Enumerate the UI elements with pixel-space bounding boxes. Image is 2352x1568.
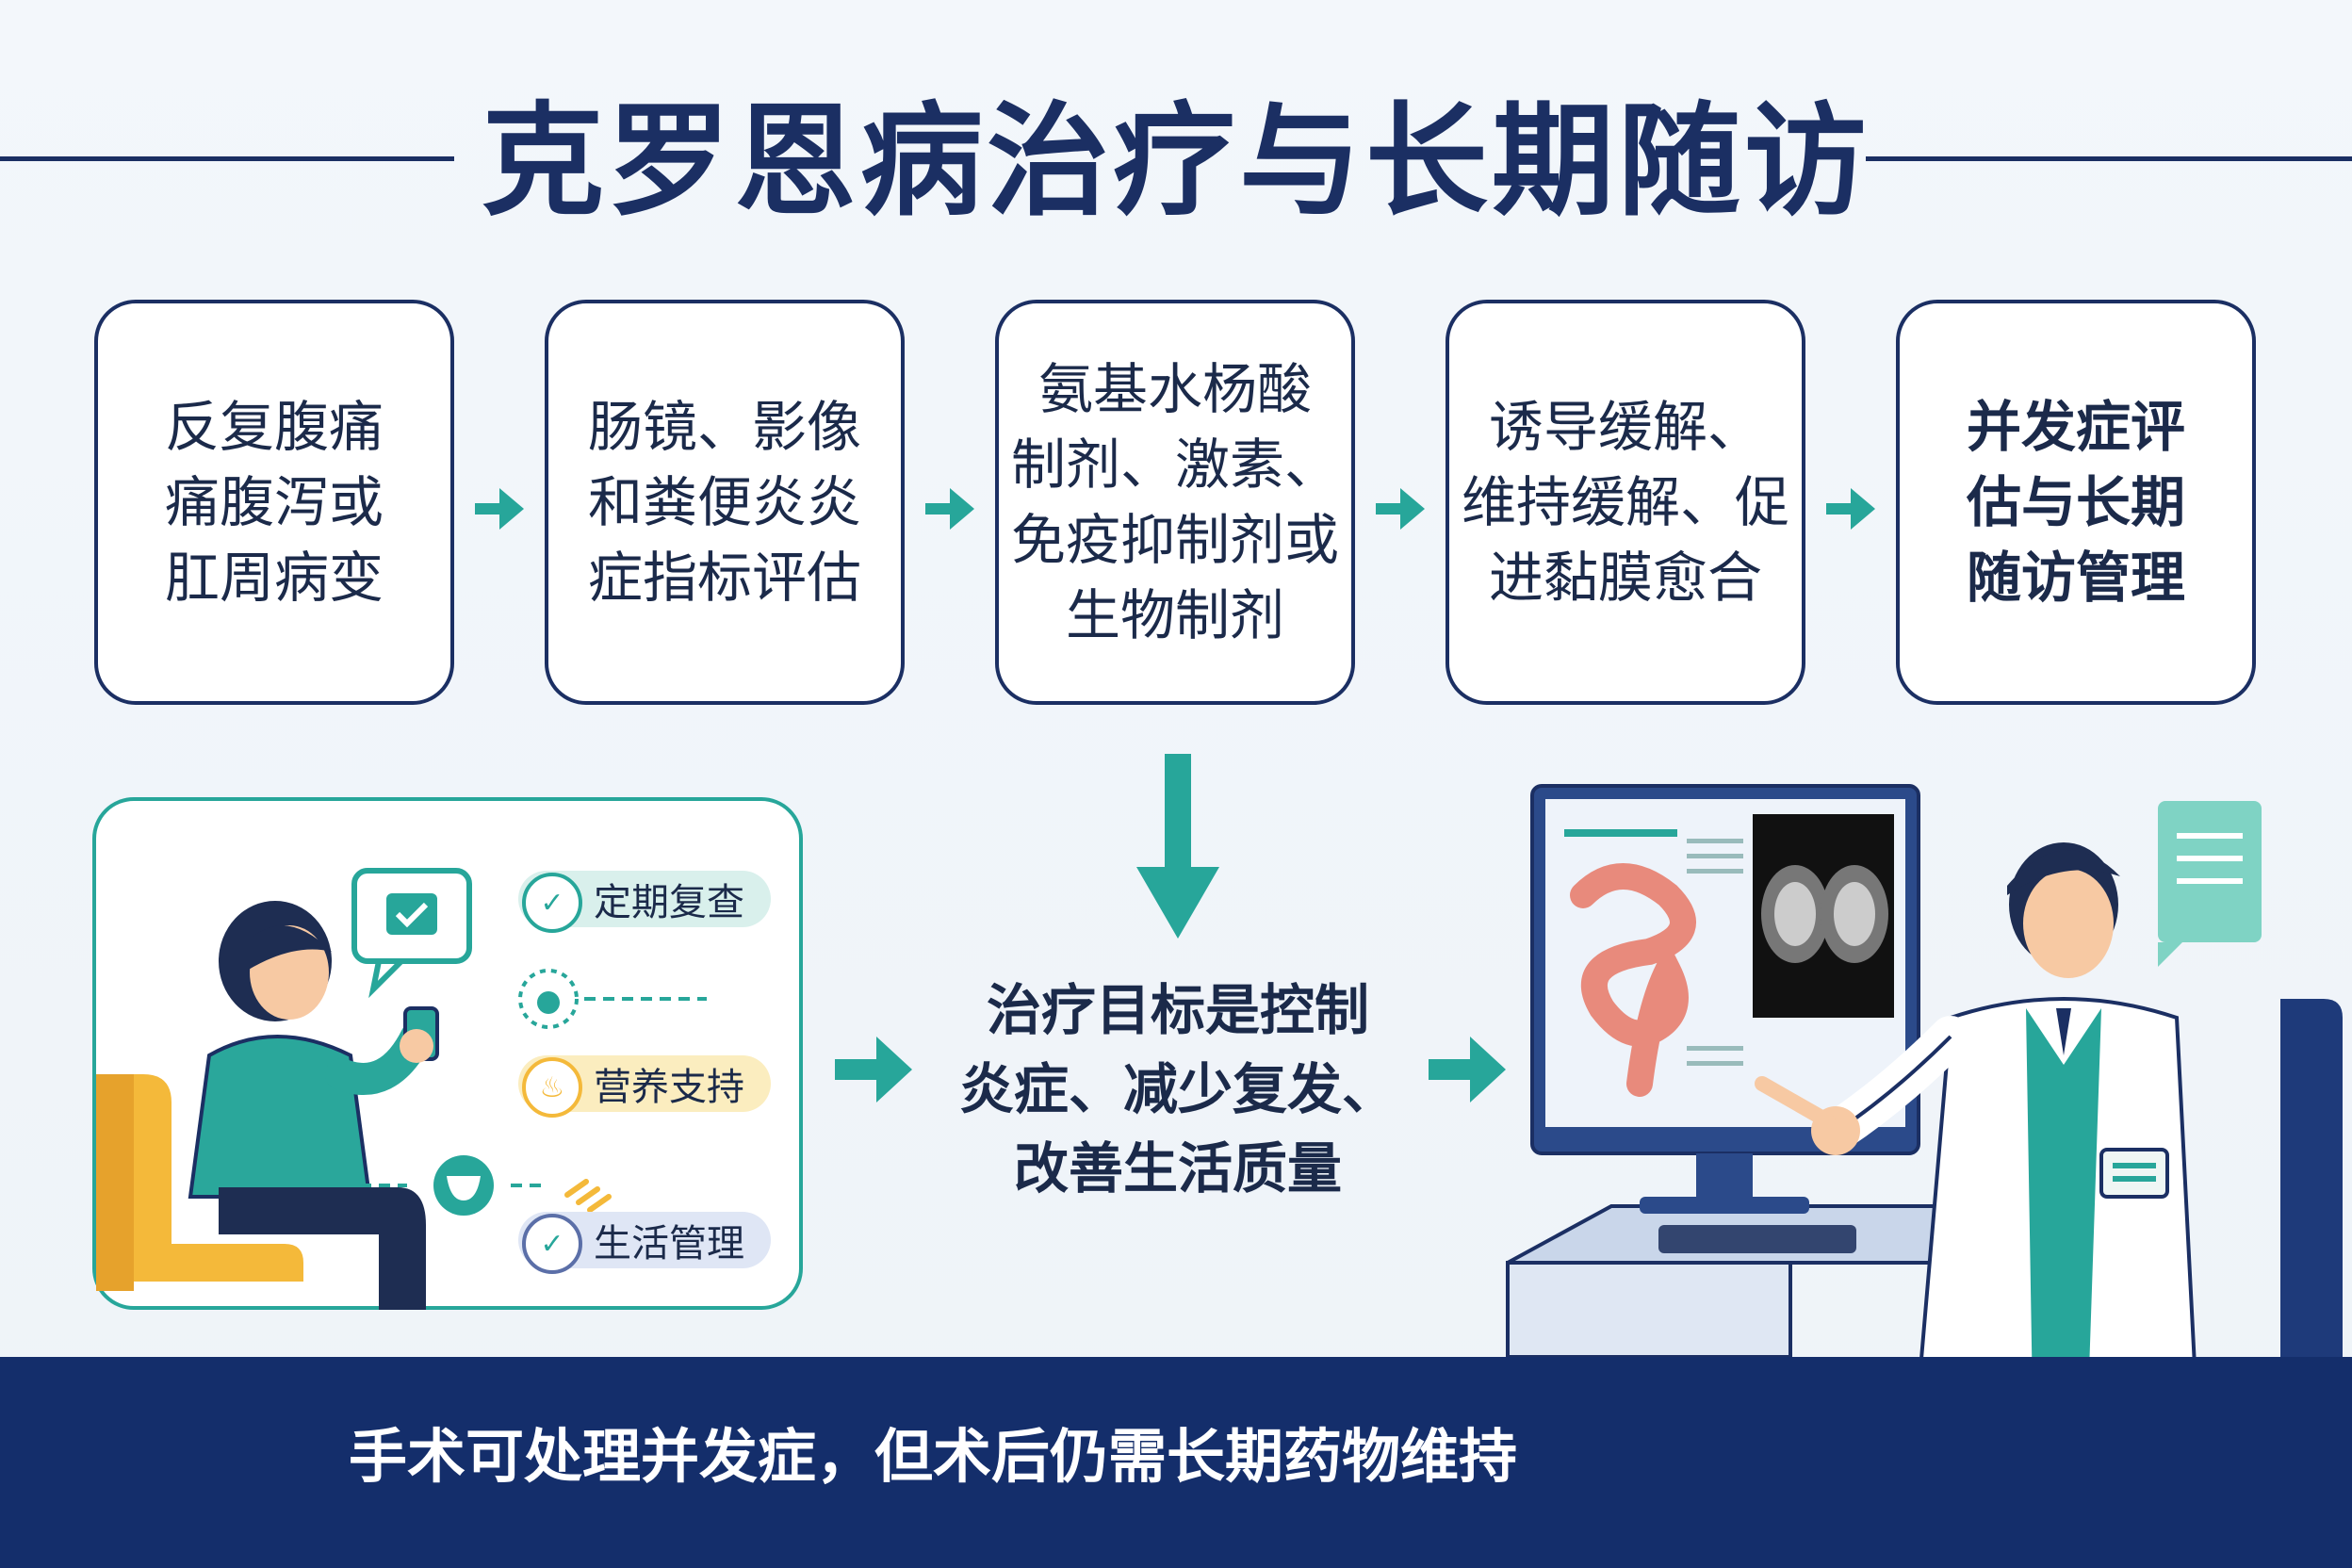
chair-illustration (96, 1074, 303, 1291)
treatment-goal: 治疗目标是控制 炎症、减少复发、 改善生活质量 (958, 978, 1396, 1200)
step-text: 并发症评 估与长期 随访管理 (1966, 395, 2185, 610)
step-text: 反复腹痛 痛腹泻或 肛周病变 (164, 395, 384, 610)
step-text: 氨基水杨酸 制剂、激素、 免疫抑制剂或 生物制剂 (1010, 357, 1339, 647)
patient-illustration (188, 901, 439, 1310)
arrow-right-icon (1826, 488, 1875, 530)
item-nutrition-support: ♨ 营养支持 (518, 1055, 771, 1118)
step-card-assessment: 肠镜、影像 和粪便炎炎 症指标评估 (545, 300, 905, 705)
item-lifestyle-management: ✓ 生活管理 (518, 1212, 771, 1274)
arrow-right-icon (835, 1037, 912, 1102)
check-icon: ✓ (522, 873, 582, 933)
step-text: 诱导缓解、 维持缓解、促 进黏膜愈合 (1461, 395, 1789, 610)
check-bubble-icon (351, 868, 472, 999)
step-card-symptoms: 反复腹痛 痛腹泻或 肛周病变 (94, 300, 454, 705)
item-label: 营养支持 (594, 1066, 744, 1109)
title-line-right (1866, 156, 2352, 161)
item-label: 定期复查 (594, 881, 744, 924)
flame-icon: ♨ (522, 1057, 582, 1118)
arrow-right-icon (1429, 1037, 1506, 1102)
title-line-left (0, 156, 454, 161)
arrow-right-icon (475, 488, 524, 530)
item-label: 生活管理 (594, 1222, 744, 1266)
patient-panel: ✓ 定期复查 ♨ 营养支持 ✓ 生活管理 (92, 797, 803, 1310)
medicine-icon (518, 969, 707, 1029)
arrow-right-icon (1376, 488, 1425, 530)
step-card-followup: 并发症评 估与长期 随访管理 (1896, 300, 2256, 705)
arrow-right-icon (925, 488, 974, 530)
footer-text: 手术可处理并发症，但术后仍需长期药物维持 (348, 1422, 1517, 1491)
step-card-medication: 氨基水杨酸 制剂、激素、 免疫抑制剂或 生物制剂 (995, 300, 1355, 705)
step-text: 肠镜、影像 和粪便炎炎 症指标评估 (587, 395, 861, 610)
item-regular-checkup: ✓ 定期复查 (518, 871, 771, 933)
page-title: 克罗恩病治疗与长期随访 (481, 90, 1870, 233)
arrow-down-icon (1136, 754, 1219, 939)
step-card-remission: 诱导缓解、 维持缓解、促 进黏膜愈合 (1446, 300, 1805, 705)
leaf-icon: ✓ (522, 1214, 582, 1274)
digestion-icon (360, 1155, 612, 1216)
footer-bar (0, 1357, 2352, 1568)
